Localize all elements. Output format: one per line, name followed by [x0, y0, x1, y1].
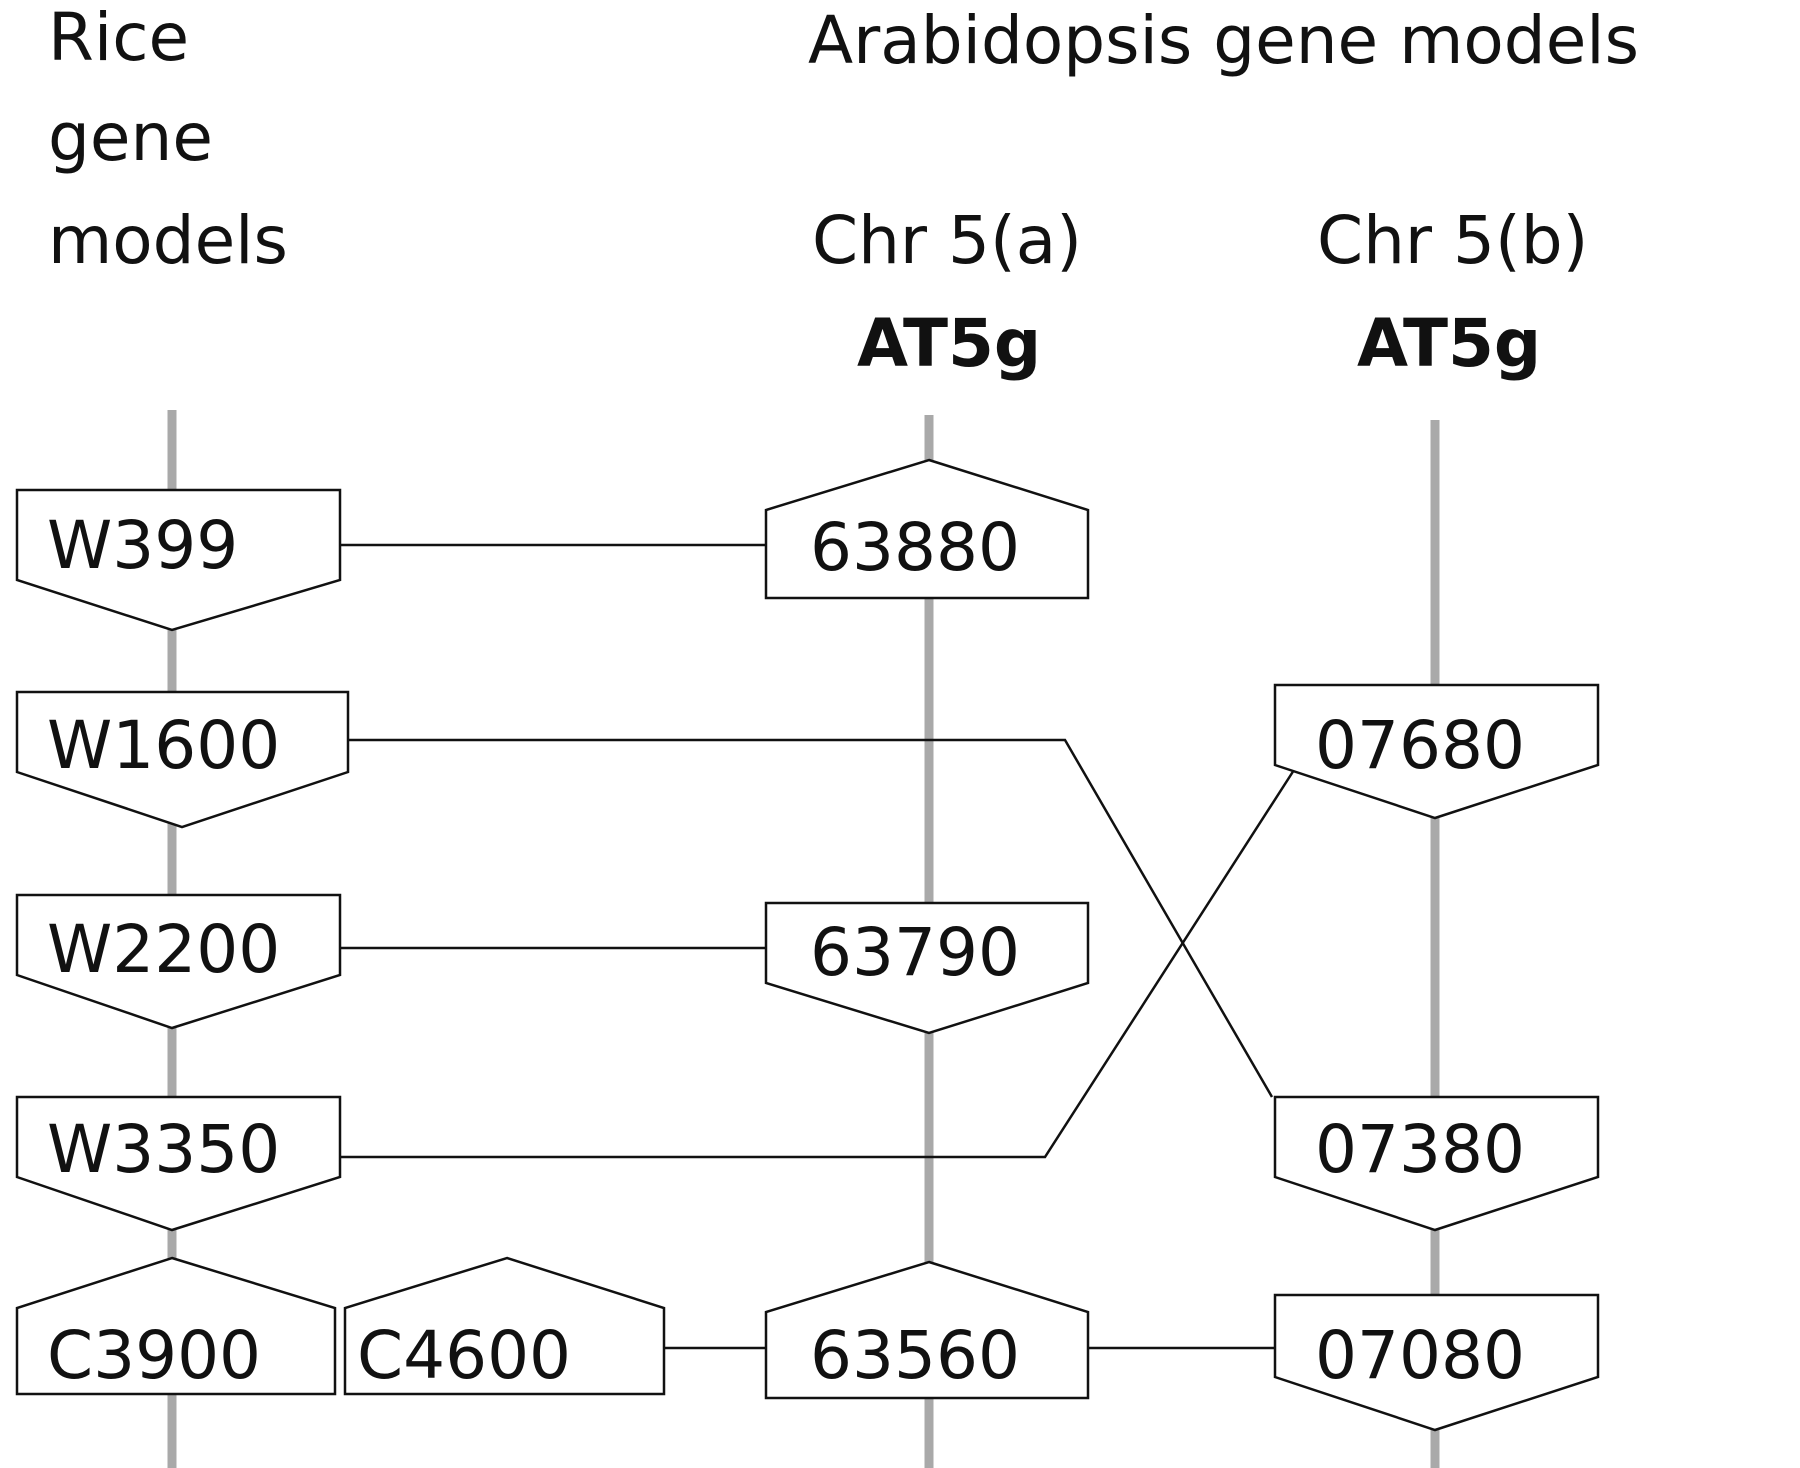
- chr5b-prefix-label: AT5g: [1357, 305, 1541, 382]
- chr5a-prefix-label: AT5g: [857, 305, 1041, 382]
- gene-63790: 63790: [764, 901, 1090, 1035]
- link-w1600-07380: [348, 738, 1274, 1098]
- gene-w2200: W2200: [15, 893, 342, 1030]
- gene-w1600: W1600: [15, 690, 350, 829]
- gene-label: 07080: [1315, 1317, 1525, 1394]
- gene-label: W1600: [47, 707, 280, 784]
- gene-07080: 07080: [1273, 1293, 1600, 1432]
- gene-63560: 63560: [764, 1260, 1090, 1400]
- gene-07380: 07380: [1273, 1095, 1600, 1232]
- gene-63880: 63880: [764, 458, 1090, 600]
- gene-label: W399: [47, 507, 238, 584]
- gene-c3900: C3900: [15, 1256, 337, 1396]
- rice-header-line3: models: [48, 202, 288, 279]
- gene-label: C4600: [357, 1317, 571, 1394]
- gene-label: C3900: [47, 1317, 261, 1394]
- gene-w399: W399: [15, 488, 342, 632]
- gene-label: W3350: [47, 1111, 280, 1188]
- link-w3350-07680: [340, 769, 1296, 1159]
- gene-label: 63560: [810, 1317, 1020, 1394]
- rice-header-line1: Rice: [48, 0, 189, 76]
- rice-header-line2: gene: [48, 99, 213, 176]
- gene-label: W2200: [47, 911, 280, 988]
- gene-07680: 07680: [1273, 683, 1600, 820]
- gene-c4600: C4600: [343, 1256, 666, 1396]
- gene-label: 07380: [1315, 1111, 1525, 1188]
- gene-w3350: W3350: [15, 1095, 342, 1232]
- gene-label: 63790: [810, 914, 1020, 991]
- gene-label: 07680: [1315, 707, 1525, 784]
- chr5b-label: Chr 5(b): [1317, 202, 1588, 279]
- arabidopsis-header: Arabidopsis gene models: [808, 2, 1639, 79]
- gene-label: 63880: [810, 509, 1020, 586]
- chr5a-label: Chr 5(a): [812, 202, 1082, 279]
